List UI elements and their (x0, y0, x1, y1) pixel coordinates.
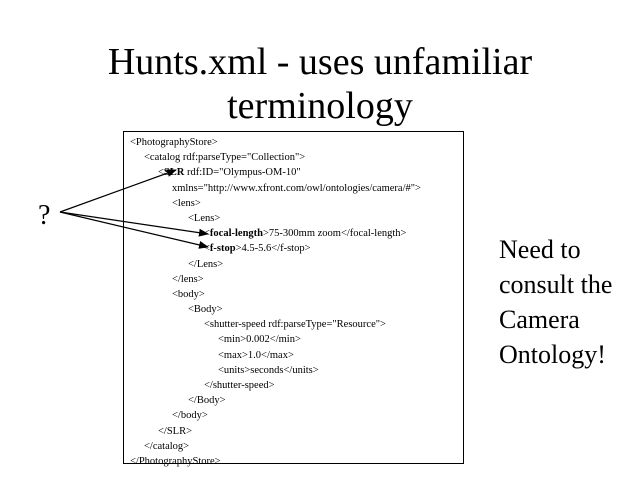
code-line: </PhotographyStore> (130, 454, 463, 469)
code-text: <shutter-speed rdf:parseType="Resource"> (204, 319, 386, 331)
question-mark: ? (38, 200, 51, 231)
code-line: <catalog rdf:parseType="Collection"> (130, 150, 463, 165)
code-line: <SLR rdf:ID="Olympus-OM-10" (130, 165, 463, 180)
code-text: </catalog> (144, 440, 190, 452)
side-note-line: Camera (499, 305, 580, 334)
code-line: <lens> (130, 196, 463, 211)
code-keyword: f-stop (209, 243, 236, 255)
code-text: </Body> (188, 395, 226, 407)
code-line: </Lens> (130, 257, 463, 272)
code-text: <catalog rdf:parseType="Collection"> (144, 152, 306, 164)
code-line: <f-stop>4.5-5.6</f-stop> (130, 241, 463, 256)
code-line: <units>seconds</units> (130, 363, 463, 378)
slide-title: Hunts.xml - uses unfamiliar terminology (0, 40, 640, 128)
code-text: </Lens> (188, 258, 224, 270)
code-line: <body> (130, 287, 463, 302)
code-line: <PhotographyStore> (130, 135, 463, 150)
side-note-line: Need to (499, 235, 581, 264)
code-text: </PhotographyStore> (130, 455, 221, 467)
code-line: </Body> (130, 393, 463, 408)
code-text: <units>seconds</units> (218, 364, 319, 376)
code-line: </body> (130, 408, 463, 423)
code-keyword: focal-length (209, 228, 263, 240)
code-text: </body> (172, 410, 208, 422)
code-text: </lens> (172, 273, 204, 285)
code-text: <Body> (188, 304, 223, 316)
code-line: <focal-length>75-300mm zoom</focal-lengt… (130, 226, 463, 241)
code-line: xmlns="http://www.xfront.com/owl/ontolog… (130, 181, 463, 196)
code-text: <min>0.002</min> (218, 334, 301, 346)
code-line: </catalog> (130, 439, 463, 454)
code-line: </lens> (130, 272, 463, 287)
code-line: </SLR> (130, 424, 463, 439)
slide-title-line-1: Hunts.xml - uses unfamiliar (107, 41, 533, 83)
code-line: <min>0.002</min> (130, 332, 463, 347)
code-keyword: SLR (163, 167, 185, 179)
code-text: <lens> (172, 197, 201, 209)
code-line: <max>1.0</max> (130, 348, 463, 363)
code-text: rdf:ID="Olympus-OM-10" (184, 167, 301, 179)
code-line: </shutter-speed> (130, 378, 463, 393)
code-text: >4.5-5.6</f-stop> (235, 243, 311, 255)
code-line: <Body> (130, 302, 463, 317)
code-line: <shutter-speed rdf:parseType="Resource"> (130, 317, 463, 332)
code-text: <max>1.0</max> (218, 349, 294, 361)
code-text: <PhotographyStore> (130, 137, 218, 148)
code-text: </shutter-speed> (204, 380, 275, 391)
xml-code-box: <PhotographyStore> <catalog rdf:parseType… (123, 131, 464, 467)
side-note-line: consult the (499, 270, 613, 299)
code-line: <Lens> (130, 211, 463, 226)
slide-title-line-2: terminology (227, 85, 413, 127)
code-text: xmlns="http://www.xfront.com/owl/ontolog… (172, 182, 421, 194)
code-text: >75-300mm zoom</focal-length> (263, 228, 407, 240)
side-note-line: Ontology! (499, 340, 606, 369)
code-text: <Lens> (188, 212, 221, 224)
code-text: <body> (172, 288, 205, 300)
code-text: </SLR> (158, 425, 193, 437)
